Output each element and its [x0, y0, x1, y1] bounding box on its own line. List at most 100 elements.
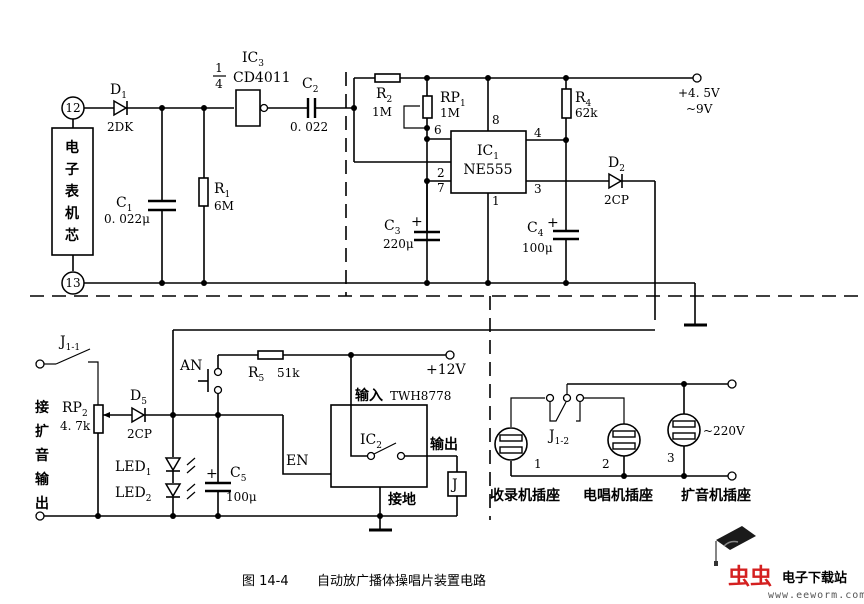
watch-label-char: 子: [65, 162, 79, 178]
ic2-input-label: 输入: [355, 387, 383, 404]
c5-plus: +: [206, 466, 218, 482]
r4-value: 62k: [575, 106, 598, 120]
resistor-r2: R2 1M: [372, 73, 401, 119]
socket-icon: [494, 427, 528, 461]
d5-label: D5: [130, 388, 147, 407]
pin-12-label: 12: [65, 101, 80, 115]
resistor-r4: R4 62k: [561, 88, 598, 120]
led2-label: LED2: [115, 485, 151, 504]
amp-output-char: 接: [35, 399, 49, 416]
c2-label: C2: [302, 76, 318, 95]
socket-1: 1 收录机插座: [490, 427, 560, 504]
ic1-pin: 3: [534, 182, 542, 196]
ic3-fraction-den: 4: [215, 77, 223, 91]
diode-d1: D1 2DK: [107, 82, 134, 134]
ic1-pin: 8: [492, 113, 500, 127]
mains-voltage-label: ~220V: [703, 424, 745, 438]
figure-number: 图 14-4: [242, 574, 289, 589]
led1-label: LED1: [115, 459, 151, 478]
c4-value: 100μ: [522, 241, 553, 255]
mains-terminal-top: [727, 379, 737, 389]
c3-value: 220μ: [383, 237, 414, 251]
ic1-part: NE555: [463, 162, 512, 178]
diode-d2: D2 2CP: [604, 155, 629, 207]
c4-plus: +: [547, 215, 559, 231]
capacitor-c1: C1 0. 022μ: [104, 195, 176, 226]
figure-caption: 图 14-4 自动放广播体操唱片装置电路: [242, 573, 486, 589]
amp-output-char: 音: [35, 447, 49, 464]
d2-value: 2CP: [604, 193, 629, 207]
socket-2: 2 电唱机插座: [583, 423, 653, 504]
watch-label-char: 芯: [65, 227, 79, 244]
rp2-label: RP2: [62, 400, 88, 419]
resistor-icon: [561, 88, 572, 119]
d1-value: 2DK: [107, 120, 134, 134]
ic1-pin: 4: [534, 126, 542, 140]
ic1-label: IC1: [477, 143, 499, 162]
rp1-label: RP1: [440, 90, 466, 109]
capacitor-c4: + C4 100μ: [522, 215, 579, 255]
supply-voltage-line1: +4. 5V: [678, 86, 720, 100]
r2-label: R2: [376, 86, 392, 105]
ic2-ground-label: 接地: [388, 491, 416, 508]
block-dividers: [30, 72, 864, 520]
an-contact-bottom: [213, 385, 223, 395]
ic3-label: IC3: [242, 50, 264, 69]
supply-label-top: +4. 5V ~9V: [678, 86, 720, 116]
d1-label: D1: [110, 82, 127, 101]
d5-value: 2CP: [127, 427, 152, 441]
ic3-nand-gate: IC3 1 4 CD4011: [213, 50, 307, 127]
potentiometer-rp1: RP1 1M: [422, 90, 466, 120]
watch-label-char: 表: [64, 183, 80, 200]
r2-value: 1M: [372, 105, 392, 119]
socket-1-number: 1: [534, 457, 542, 471]
rp1-value: 1M: [440, 106, 460, 120]
supply-terminal-top: [692, 73, 702, 83]
socket-icon: [607, 423, 641, 457]
ic2-part: TWH8778: [390, 389, 451, 403]
capacitor-c3: + C3 220μ: [383, 214, 440, 251]
resistor-icon: [198, 177, 209, 207]
amp-output-char: 出: [35, 495, 49, 512]
c1-value: 0. 022μ: [104, 212, 150, 226]
amp-out-terminal-top: [35, 359, 45, 369]
ne555-wiring: [346, 73, 707, 327]
figure-title: 自动放广播体操唱片装置电路: [317, 573, 486, 589]
socket-3: 3 扩音机插座 ~220V: [667, 413, 751, 504]
ic2-box: [330, 404, 428, 488]
d2-label: D2: [608, 155, 625, 174]
mains-terminal-bottom: [727, 471, 737, 481]
resistor-r1: R1 6M: [198, 177, 234, 213]
r1-label: R1: [214, 181, 230, 200]
socket-2-number: 2: [602, 457, 610, 471]
ic2-enable-label: EN: [286, 453, 308, 469]
r5-value: 51k: [277, 366, 300, 380]
j1-1-label: J1-1: [58, 334, 80, 353]
lower-wiring: [35, 329, 655, 532]
r5-label: R5: [248, 365, 265, 384]
c2-value: 0. 022: [290, 120, 328, 134]
ic1-pin: 1: [492, 194, 500, 208]
socket-1-label: 收录机插座: [490, 487, 560, 504]
diode-icon: [113, 99, 128, 117]
capacitor-c2: C2 0. 022: [290, 76, 354, 134]
an-label: AN: [179, 358, 202, 374]
rp2-value: 4. 7k: [60, 419, 91, 433]
ic1-ne555: IC1 NE555 8 6 2 7 1 4 3: [434, 113, 542, 208]
c4-label: C4: [527, 220, 544, 239]
watch-label-char: 机: [65, 205, 79, 222]
ic3-part: CD4011: [233, 70, 291, 86]
watch-label-char: 电: [65, 139, 79, 156]
ic2-output-label: 输出: [430, 436, 458, 453]
led-emission-arrows: [186, 457, 196, 500]
c5-label: C5: [230, 465, 247, 484]
ic3-fraction-num: 1: [215, 61, 223, 75]
c1-label: C1: [116, 195, 132, 214]
j1-2-label: J1-2: [547, 428, 569, 447]
r1-value: 6M: [214, 199, 234, 213]
r4-label: R4: [575, 90, 592, 109]
amp-out-terminal-bottom: [35, 511, 45, 521]
supply-12v-label: +12V: [426, 362, 467, 378]
nand-gate-icon: [235, 89, 261, 127]
